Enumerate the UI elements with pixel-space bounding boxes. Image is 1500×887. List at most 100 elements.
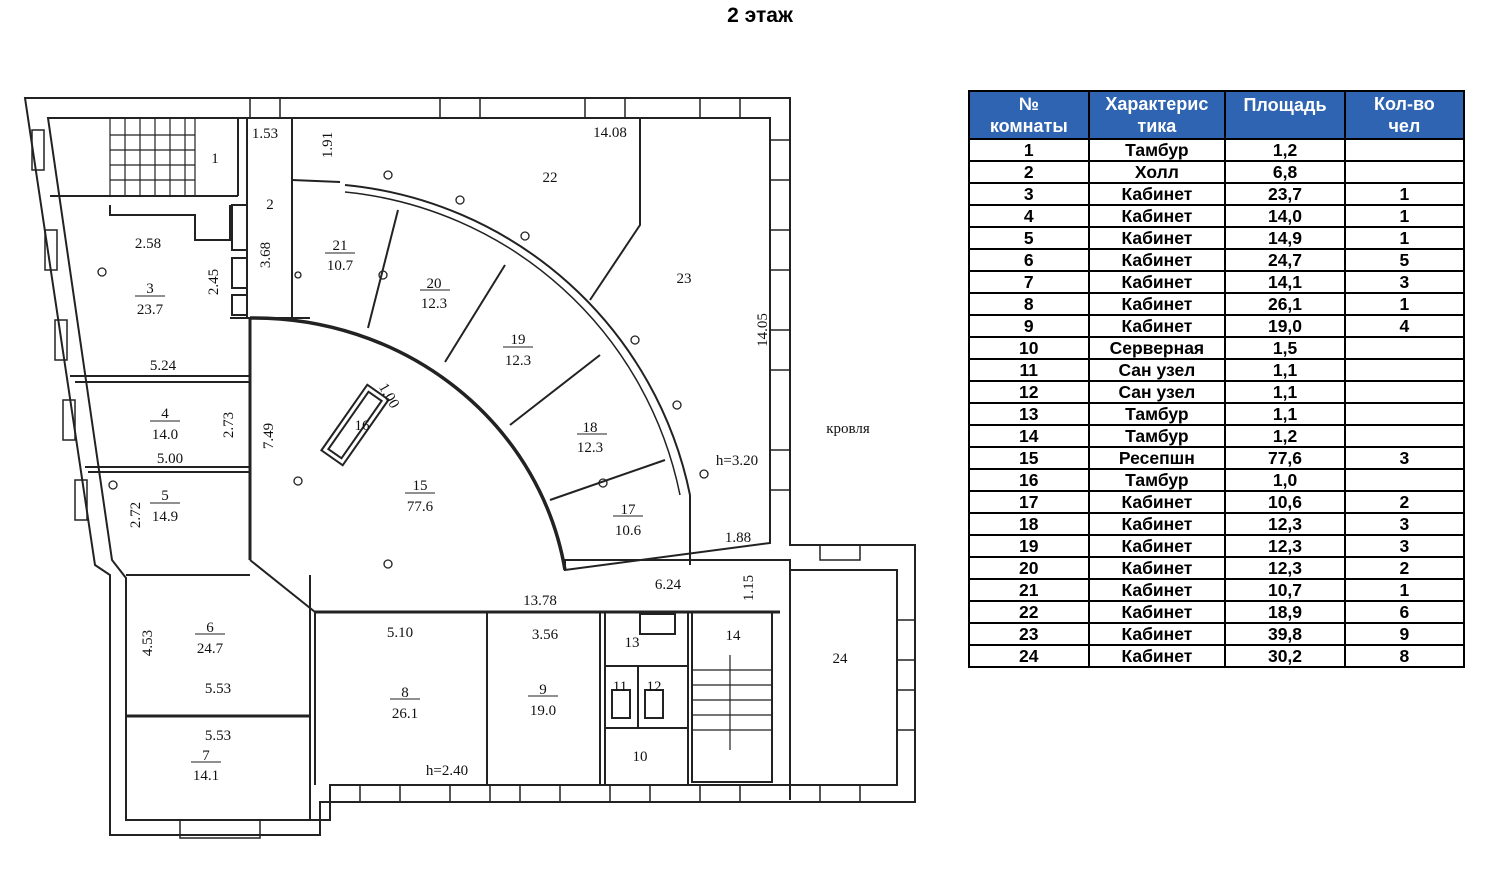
characteristic-cell: Кабинет [1087,292,1227,316]
people-cell: 5 [1343,248,1466,272]
dim-label: 2.58 [135,236,161,252]
room-number: 24 [833,651,849,667]
area-cell: 18,9 [1224,600,1346,624]
area-cell: 19,0 [1224,314,1346,338]
dim-label: 1.00 [375,381,402,412]
room-number-cell: 24 [968,644,1090,668]
dim-label: 1.88 [725,530,751,546]
characteristic-cell: Тамбур [1087,138,1227,162]
dim-label: 5.24 [150,358,177,374]
characteristic-cell: Тамбур [1087,424,1227,448]
header-line: Площадь [1243,95,1327,115]
room-number-cell: 19 [968,534,1090,558]
room-number: 4 [161,406,169,422]
people-cell [1343,138,1466,162]
characteristic-cell: Кабинет [1087,556,1227,580]
people-cell [1343,424,1466,448]
area-cell: 1,1 [1224,402,1346,426]
room-area: 12.3 [421,296,447,312]
height-label: h=3.20 [716,453,758,469]
room-number: 7 [202,748,210,764]
room-number: 15 [413,478,428,494]
room-number: 21 [333,238,348,254]
characteristic-cell: Кабинет [1087,490,1227,514]
people-cell: 6 [1343,600,1466,624]
characteristic-cell: Кабинет [1087,644,1227,668]
dim-label: 2.45 [206,269,222,295]
area-cell: 6,8 [1224,160,1346,184]
roof-label: кровля [826,421,870,437]
room-area: 26.1 [392,706,418,722]
room-area: 12.3 [577,440,603,456]
room-number: 9 [539,682,547,698]
header-area: Площадь [1224,90,1346,140]
area-cell: 14,1 [1224,270,1346,294]
header-line: тика [1137,116,1177,136]
room-number: 20 [427,276,442,292]
room-number: 12 [647,679,662,695]
dim-label: 2.73 [221,412,237,438]
room-number-cell: 17 [968,490,1090,514]
room-number-cell: 14 [968,424,1090,448]
people-cell: 2 [1343,556,1466,580]
header-line: Кол-во [1374,94,1435,114]
dim-label: 1.53 [252,126,278,142]
room-number: 11 [613,679,627,695]
people-cell: 1 [1343,204,1466,228]
dim-label: 14.05 [755,313,771,347]
room-number-cell: 9 [968,314,1090,338]
room-number: 16 [355,418,371,434]
room-area: 14.1 [193,768,219,784]
people-cell: 1 [1343,182,1466,206]
room-number: 1 [211,151,219,167]
header-line: № [1018,94,1039,114]
area-cell: 1,2 [1224,138,1346,162]
dim-label: 6.24 [655,577,682,593]
characteristic-cell: Кабинет [1087,578,1227,602]
dim-label: 3.68 [258,242,274,268]
people-cell [1343,160,1466,184]
area-cell: 12,3 [1224,556,1346,580]
area-cell: 1,1 [1224,380,1346,404]
people-cell: 3 [1343,446,1466,470]
header-line: комнаты [989,116,1068,136]
dim-label: 5.00 [157,451,183,467]
people-cell [1343,402,1466,426]
room-number-cell: 11 [968,358,1090,382]
people-cell: 8 [1343,644,1466,668]
room-number-cell: 5 [968,226,1090,250]
area-cell: 23,7 [1224,182,1346,206]
page-title: 2 этаж [727,4,793,27]
dim-label: 1.91 [320,132,336,158]
dim-label: 3.56 [532,627,559,643]
area-cell: 12,3 [1224,512,1346,536]
characteristic-cell: Кабинет [1087,270,1227,294]
room-number: 17 [621,502,637,518]
people-cell [1343,380,1466,404]
room-number: 22 [543,170,558,186]
room-number-cell: 10 [968,336,1090,360]
area-cell: 77,6 [1224,446,1346,470]
characteristic-cell: Ресепшн [1087,446,1227,470]
room-number-cell: 12 [968,380,1090,404]
characteristic-cell: Сан узел [1087,380,1227,404]
room-number: 19 [511,332,526,348]
room-number-cell: 2 [968,160,1090,184]
people-cell: 3 [1343,270,1466,294]
room-number-cell: 6 [968,248,1090,272]
room-number-cell: 8 [968,292,1090,316]
